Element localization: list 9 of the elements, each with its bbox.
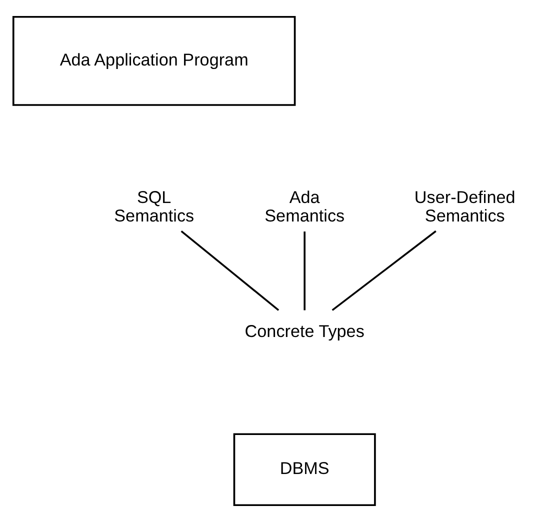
node-box: DBMS [233,433,376,506]
node-text: Concrete Types [244,321,364,342]
node-text: SQL Semantics [114,187,194,226]
node-box: Ada Application Program [12,16,296,106]
node-text: User-Defined Semantics [414,187,516,226]
connector [304,231,306,310]
connector [180,230,280,311]
node-text: Ada Semantics [264,187,345,226]
connector [332,230,436,311]
